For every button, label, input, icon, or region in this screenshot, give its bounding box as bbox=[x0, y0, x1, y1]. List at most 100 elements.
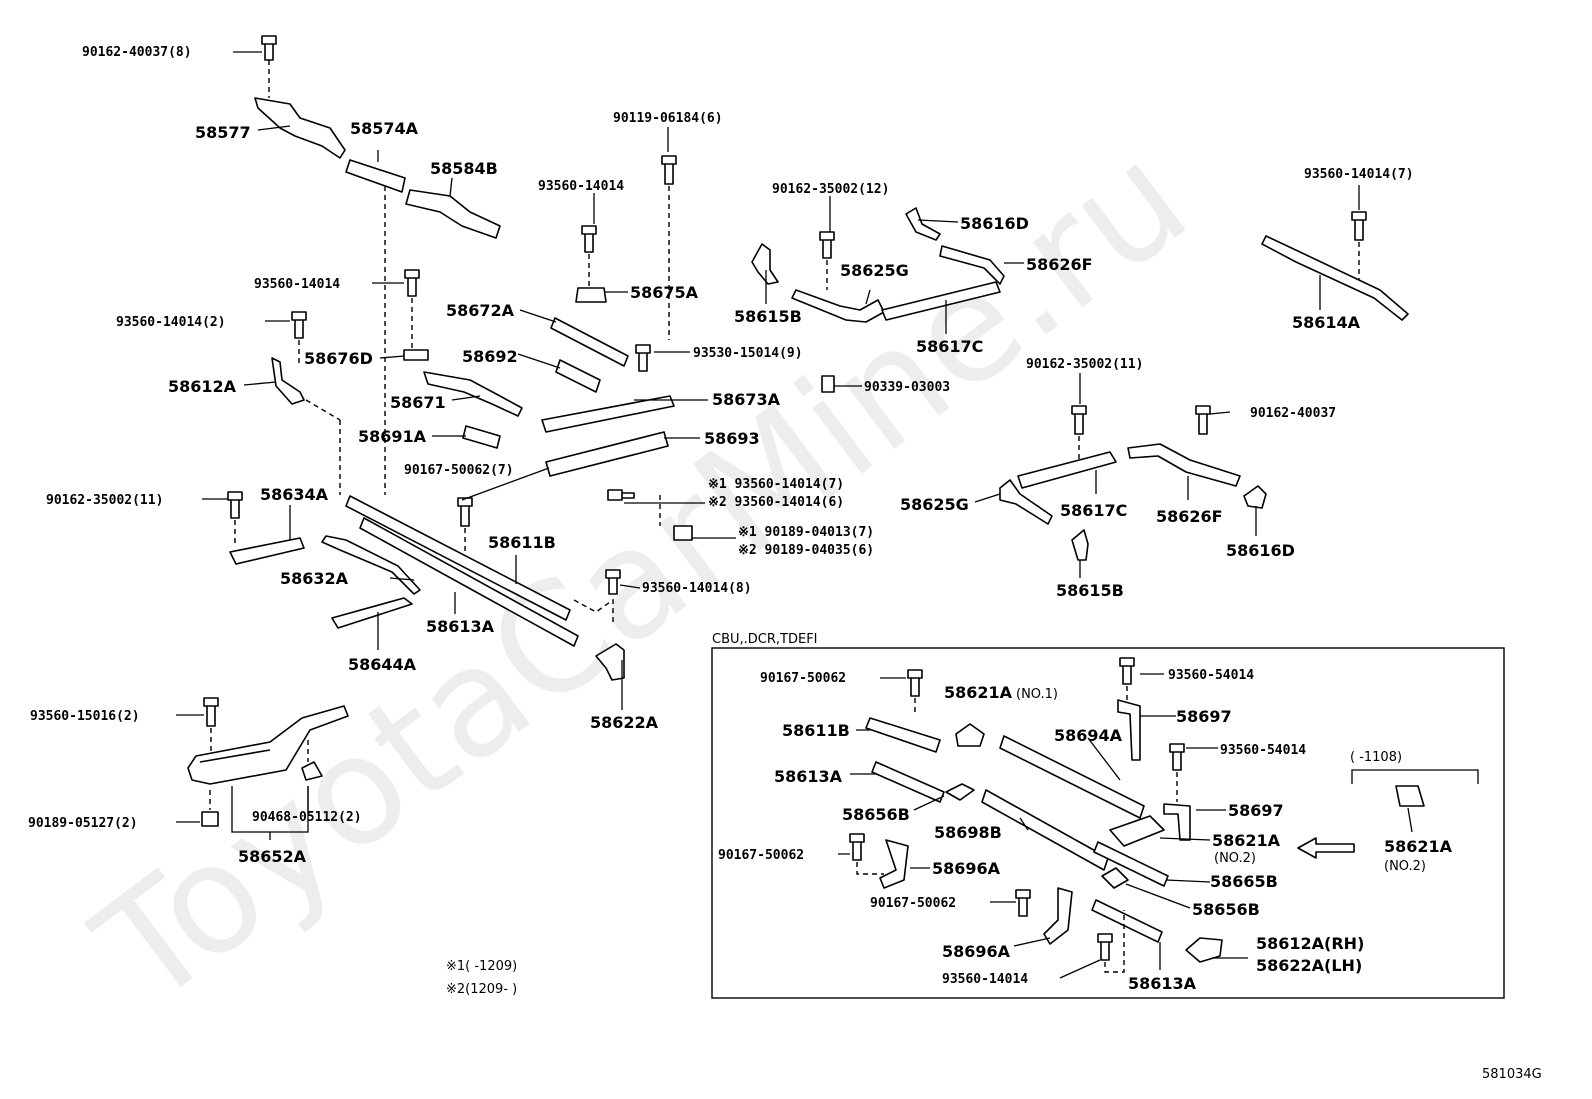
inset-part-58697-b[interactable] bbox=[1163, 803, 1191, 841]
inset-part-58694A[interactable] bbox=[999, 735, 1145, 819]
inset-part-58696A-a[interactable] bbox=[879, 839, 909, 889]
label-93560-14014-2[interactable]: 93560-14014(2) bbox=[116, 315, 226, 330]
label-58574A[interactable]: 58574A bbox=[350, 119, 419, 138]
part-58613A[interactable] bbox=[359, 517, 579, 647]
label-58632A[interactable]: 58632A bbox=[280, 569, 349, 588]
label-58673A[interactable]: 58673A bbox=[712, 390, 781, 409]
part-58691A[interactable] bbox=[462, 425, 501, 449]
inset-part-58621A-no1[interactable] bbox=[955, 723, 985, 747]
label-90162-35002-11b[interactable]: 90162-35002(11) bbox=[1026, 357, 1143, 372]
inset-label-58697-b[interactable]: 58697 bbox=[1228, 801, 1284, 820]
label-58676D[interactable]: 58676D bbox=[304, 349, 373, 368]
label-58626F-mid[interactable]: 58626F bbox=[1156, 507, 1223, 526]
part-58692[interactable] bbox=[555, 359, 601, 393]
inset-label-58696A-b[interactable]: 58696A bbox=[942, 942, 1011, 961]
inset-label-58696A-a[interactable]: 58696A bbox=[932, 859, 1001, 878]
inset-label-58613A-a[interactable]: 58613A bbox=[774, 767, 843, 786]
label-90162-35002-11[interactable]: 90162-35002(11) bbox=[46, 493, 163, 508]
label-58693[interactable]: 58693 bbox=[704, 429, 760, 448]
label-93560-15016-2[interactable]: 93560-15016(2) bbox=[30, 709, 140, 724]
label-58652A[interactable]: 58652A bbox=[238, 847, 307, 866]
inset-part-58656B-b[interactable] bbox=[1101, 867, 1129, 889]
label-58616D-top[interactable]: 58616D bbox=[960, 214, 1029, 233]
label-58625G-mid[interactable]: 58625G bbox=[900, 495, 969, 514]
label-90339-03003[interactable]: 90339-03003 bbox=[864, 380, 950, 395]
part-58626F-mid[interactable] bbox=[1127, 443, 1241, 487]
inset-part-58613A-a[interactable] bbox=[871, 761, 945, 803]
inset-label-58697-a[interactable]: 58697 bbox=[1176, 707, 1232, 726]
label-93530-15014-9[interactable]: 93530-15014(9) bbox=[693, 346, 803, 361]
part-58584B[interactable] bbox=[405, 189, 501, 239]
inset-label-90167-50062-c[interactable]: 90167-50062 bbox=[870, 896, 956, 911]
label-58671[interactable]: 58671 bbox=[390, 393, 446, 412]
label-x1-90189-04013-7[interactable]: ※1 90189-04013(7) bbox=[738, 525, 874, 540]
label-58615B-mid[interactable]: 58615B bbox=[1056, 581, 1124, 600]
part-58616D-top[interactable] bbox=[905, 207, 941, 241]
label-58634A[interactable]: 58634A bbox=[260, 485, 329, 504]
label-x1-93560-14014-7[interactable]: ※1 93560-14014(7) bbox=[708, 477, 844, 492]
label-58672A[interactable]: 58672A bbox=[446, 301, 515, 320]
inset-label-58622A-LH[interactable]: 58622A(LH) bbox=[1256, 956, 1362, 975]
part-58644A[interactable] bbox=[331, 597, 413, 629]
label-58675A[interactable]: 58675A bbox=[630, 283, 699, 302]
label-58615B-top[interactable]: 58615B bbox=[734, 307, 802, 326]
label-58577[interactable]: 58577 bbox=[195, 123, 251, 142]
label-58617C-mid[interactable]: 58617C bbox=[1060, 501, 1127, 520]
inset-label-58613A-b[interactable]: 58613A bbox=[1128, 974, 1197, 993]
part-58632A[interactable] bbox=[321, 535, 421, 595]
label-x2-90189-04035-6[interactable]: ※2 90189-04035(6) bbox=[738, 543, 874, 558]
part-58671[interactable] bbox=[423, 371, 523, 417]
part-58617C-top[interactable] bbox=[881, 281, 1001, 321]
label-58644A[interactable]: 58644A bbox=[348, 655, 417, 674]
clip-90189-04013[interactable] bbox=[673, 525, 693, 541]
inset-label-58665B[interactable]: 58665B bbox=[1210, 872, 1278, 891]
part-58612A[interactable] bbox=[271, 357, 305, 405]
label-58611B[interactable]: 58611B bbox=[488, 533, 556, 552]
part-58652A[interactable] bbox=[187, 705, 349, 785]
inset-part-58621A-side[interactable] bbox=[1395, 785, 1425, 807]
clip-90189-05127[interactable] bbox=[201, 811, 219, 827]
inset-label-58656B-a[interactable]: 58656B bbox=[842, 805, 910, 824]
part-58693[interactable] bbox=[545, 431, 669, 477]
inset-part-58698B[interactable] bbox=[981, 789, 1109, 871]
part-58676D[interactable] bbox=[403, 349, 429, 361]
inset-label-90167-50062-b[interactable]: 90167-50062 bbox=[718, 848, 804, 863]
label-58692[interactable]: 58692 bbox=[462, 347, 518, 366]
inset-label-58612A-RH[interactable]: 58612A(RH) bbox=[1256, 934, 1364, 953]
part-58626F-top[interactable] bbox=[939, 245, 1005, 285]
part-58617C-mid[interactable] bbox=[1017, 451, 1117, 489]
inset-part-58612A-RH[interactable] bbox=[1185, 937, 1223, 963]
label-58613A[interactable]: 58613A bbox=[426, 617, 495, 636]
label-93560-14014-b[interactable]: 93560-14014 bbox=[254, 277, 340, 292]
inset-part-58621A-no2[interactable] bbox=[1109, 815, 1165, 847]
part-58675A[interactable] bbox=[575, 287, 607, 303]
clip-90468-05112[interactable] bbox=[301, 761, 323, 781]
inset-part-58613A-b[interactable] bbox=[1091, 899, 1163, 943]
inset-label-93560-14014[interactable]: 93560-14014 bbox=[942, 972, 1028, 987]
label-58616D-mid[interactable]: 58616D bbox=[1226, 541, 1295, 560]
inset-label-58621A-no2[interactable]: 58621A bbox=[1212, 831, 1281, 850]
label-58614A[interactable]: 58614A bbox=[1292, 313, 1361, 332]
inset-label-58611B[interactable]: 58611B bbox=[782, 721, 850, 740]
part-58672A[interactable] bbox=[550, 317, 629, 367]
part-58622A[interactable] bbox=[595, 643, 625, 681]
inset-label-58698B[interactable]: 58698B bbox=[934, 823, 1002, 842]
label-58626F-top[interactable]: 58626F bbox=[1026, 255, 1093, 274]
inset-label-58694A[interactable]: 58694A bbox=[1054, 726, 1123, 745]
part-58625G-mid[interactable] bbox=[999, 479, 1053, 525]
part-58615B-top[interactable] bbox=[751, 243, 779, 285]
label-93560-14014-a[interactable]: 93560-14014 bbox=[538, 179, 624, 194]
part-58577[interactable] bbox=[254, 97, 346, 159]
label-90119-06184-6[interactable]: 90119-06184(6) bbox=[613, 111, 723, 126]
part-58611B[interactable] bbox=[345, 495, 571, 621]
label-90468-05112-2[interactable]: 90468-05112(2) bbox=[252, 810, 362, 825]
label-x2-93560-14014-6[interactable]: ※2 93560-14014(6) bbox=[708, 495, 844, 510]
inset-label-58621A-side[interactable]: 58621A bbox=[1384, 837, 1453, 856]
inset-part-58611B[interactable] bbox=[865, 717, 941, 753]
part-58615B-mid[interactable] bbox=[1071, 529, 1089, 561]
label-58691A[interactable]: 58691A bbox=[358, 427, 427, 446]
label-58612A[interactable]: 58612A bbox=[168, 377, 237, 396]
inset-part-58697-a[interactable] bbox=[1117, 699, 1141, 761]
label-58617C-top[interactable]: 58617C bbox=[916, 337, 983, 356]
label-90162-40037[interactable]: 90162-40037 bbox=[1250, 406, 1336, 421]
